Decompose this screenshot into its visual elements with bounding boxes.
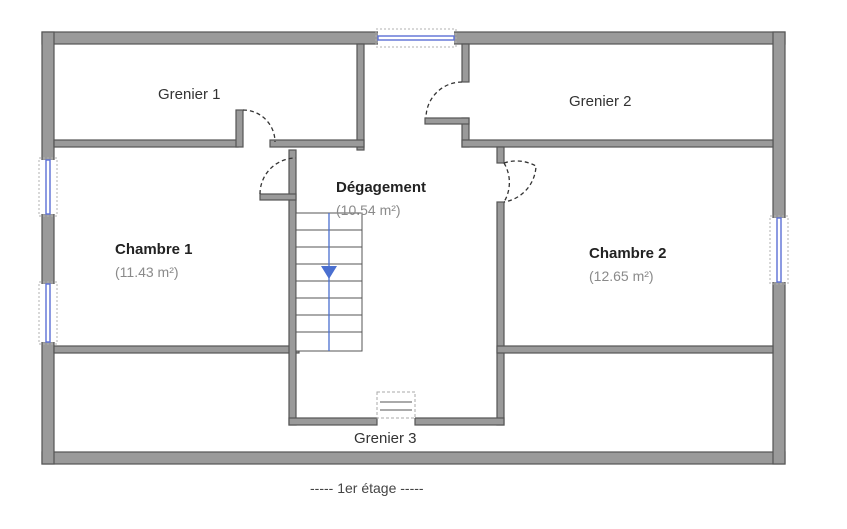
door-chambre-1	[259, 157, 297, 195]
window-top	[375, 28, 457, 48]
doors	[242, 81, 537, 419]
door-grenier-1	[242, 109, 276, 143]
room-degagement-name: Dégagement	[336, 179, 426, 196]
room-chambre-1-name: Chambre 1	[115, 241, 193, 258]
window-left-upper	[38, 157, 58, 217]
window-left-lower	[38, 281, 58, 345]
room-grenier-3-name: Grenier 3	[354, 430, 417, 447]
interior-walls	[53, 43, 774, 426]
door-grenier-3	[376, 391, 416, 419]
door-grenier-2	[425, 81, 463, 119]
window-right	[769, 215, 789, 285]
room-labels: Grenier 1 Grenier 2 Dégagement (10.54 m²…	[115, 86, 667, 447]
room-degagement-area: (10.54 m²)	[336, 202, 401, 218]
room-grenier-1-name: Grenier 1	[158, 86, 221, 103]
room-chambre-1-area: (11.43 m²)	[115, 264, 179, 280]
staircase	[295, 212, 363, 352]
level-label: ----- 1er étage -----	[310, 480, 424, 496]
stair-arrow-down-icon	[321, 266, 337, 279]
windows	[38, 28, 789, 345]
room-chambre-2-area: (12.65 m²)	[589, 268, 654, 284]
room-chambre-2-name: Chambre 2	[589, 245, 667, 262]
room-grenier-2-name: Grenier 2	[569, 93, 632, 110]
door-chambre-2	[503, 160, 537, 203]
